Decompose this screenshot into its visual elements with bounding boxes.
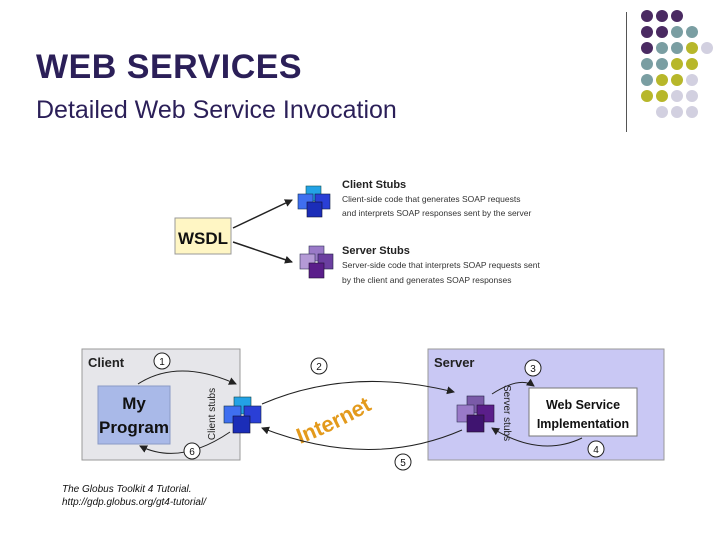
dot (671, 10, 683, 22)
step2-arrow (261, 380, 455, 405)
dot (701, 42, 713, 54)
dot (656, 10, 668, 22)
dot (656, 74, 668, 86)
wsdl-label: WSDL (178, 229, 228, 248)
decorative-dot-grid (640, 10, 720, 120)
svg-text:3: 3 (530, 364, 536, 375)
caption-line1: The Globus Toolkit 4 Tutorial. (62, 484, 192, 495)
step6-arrow (139, 431, 231, 454)
dot (656, 90, 668, 102)
my-program-line2: Program (99, 418, 169, 437)
dot (641, 42, 653, 54)
slide-subtitle: Detailed Web Service Invocation (36, 96, 397, 124)
dot (641, 58, 653, 70)
internet-label: Internet (293, 391, 376, 448)
server-stubs-title: Server Stubs (342, 245, 410, 257)
caption-line2: http://gdp.globus.org/gt4-tutorial/ (62, 497, 206, 508)
slide-title: WEB SERVICES (36, 48, 303, 86)
dot (686, 106, 698, 118)
wsdl-box: WSDL (174, 217, 232, 255)
my-program-line1: My (122, 394, 146, 413)
svg-text:6: 6 (189, 447, 195, 458)
dot (641, 74, 653, 86)
dot (656, 106, 668, 118)
client-stubs-line1: Client-side code that generates SOAP req… (342, 194, 520, 204)
dot (671, 106, 683, 118)
dot (641, 10, 653, 22)
step-1-badge: 1 (153, 352, 171, 370)
client-stubs-title: Client Stubs (342, 179, 406, 191)
dot (656, 26, 668, 38)
step-5-badge: 5 (394, 453, 412, 471)
svg-text:2: 2 (316, 362, 322, 373)
step-3-badge: 3 (524, 359, 542, 377)
dot (656, 42, 668, 54)
decorative-divider (626, 12, 627, 132)
client-stub-cubes-icon (223, 396, 262, 434)
client-stubs-vertical-label: Client stubs (207, 388, 218, 440)
dot (671, 58, 683, 70)
dot (686, 74, 698, 86)
step1-arrow (137, 370, 237, 385)
dot (671, 74, 683, 86)
step-2-badge: 2 (310, 357, 328, 375)
server-stubs-line2: by the client and generates SOAP respons… (342, 275, 511, 285)
dot (686, 42, 698, 54)
dot (686, 90, 698, 102)
dot (671, 26, 683, 38)
dot (686, 26, 698, 38)
wsdl-to-client-stubs-arrow (232, 199, 293, 229)
web-service-impl-line1: Web Service (546, 398, 620, 412)
svg-text:5: 5 (400, 458, 406, 469)
client-stubs-icon (297, 185, 331, 218)
dot (641, 90, 653, 102)
step4-arrow (491, 427, 583, 447)
my-program-box (97, 385, 171, 445)
wsdl-to-server-stubs-arrow (232, 241, 293, 264)
server-stub-cubes-icon (456, 395, 495, 433)
svg-text:4: 4 (593, 445, 599, 456)
source-caption: The Globus Toolkit 4 Tutorial. http://gd… (62, 483, 206, 509)
server-label: Server (434, 355, 474, 370)
client-stubs-line2: and interprets SOAP responses sent by th… (342, 208, 531, 218)
step-4-badge: 4 (587, 440, 605, 458)
dot (641, 26, 653, 38)
server-stubs-vertical-label: Server stubs (501, 385, 512, 441)
web-service-implementation-box (528, 387, 638, 437)
server-stubs-line1: Server-side code that interprets SOAP re… (342, 260, 540, 270)
server-stubs-icon (299, 245, 334, 279)
step-6-badge: 6 (183, 442, 201, 460)
web-service-impl-line2: Implementation (537, 417, 629, 431)
svg-text:1: 1 (159, 357, 165, 368)
step5-arrow (261, 426, 463, 450)
client-label: Client (88, 355, 125, 370)
dot (671, 42, 683, 54)
dot (686, 58, 698, 70)
dot (671, 90, 683, 102)
step3-arrow (491, 378, 535, 395)
dot (656, 58, 668, 70)
